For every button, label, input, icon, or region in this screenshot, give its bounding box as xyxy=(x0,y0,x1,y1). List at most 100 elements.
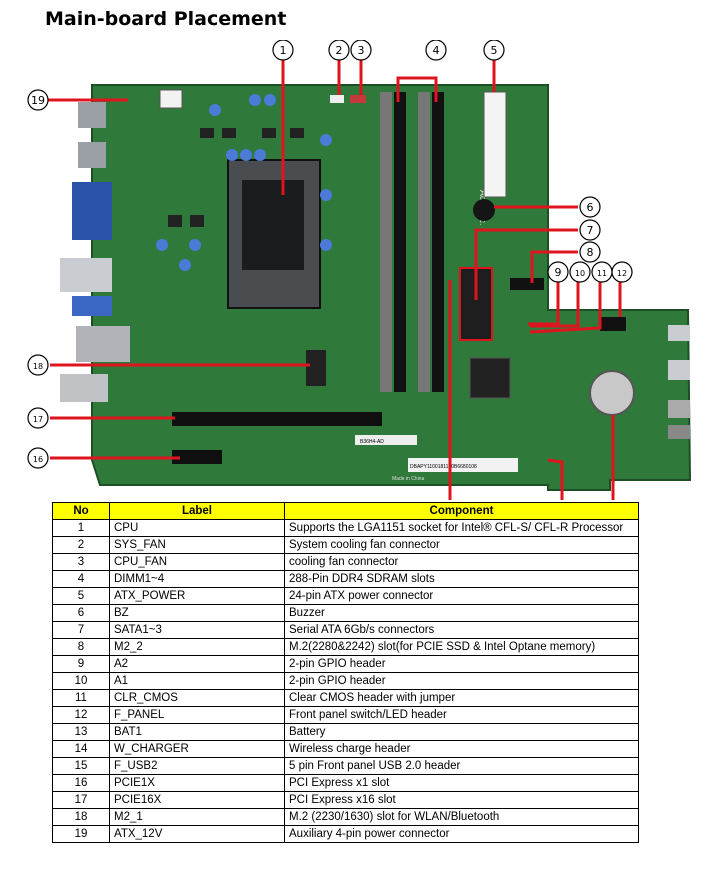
rear-io-usb xyxy=(60,258,112,292)
cell-label: A1 xyxy=(109,672,285,690)
callout-18: 18 xyxy=(33,362,43,371)
cell-label: DIMM1~4 xyxy=(109,570,285,588)
callout-19: 19 xyxy=(31,94,45,107)
cell-no: 12 xyxy=(52,706,110,724)
cell-label: CPU_FAN xyxy=(109,553,285,571)
callout-2: 2 xyxy=(336,44,343,57)
cell-no: 16 xyxy=(52,774,110,792)
sys-fan-header xyxy=(330,95,344,103)
callout-8: 8 xyxy=(587,246,594,259)
rear-io-vga xyxy=(72,182,112,240)
cell-label: SATA1~3 xyxy=(109,621,285,639)
cell-component: Supports the LGA1151 socket for Intel® C… xyxy=(284,519,639,537)
callout-17: 17 xyxy=(33,415,43,424)
header-no: No xyxy=(52,502,110,520)
callout-lines xyxy=(48,58,622,500)
callout-11: 11 xyxy=(597,269,607,278)
callout-6: 6 xyxy=(587,201,594,214)
table-header-row: No Label Component xyxy=(52,502,639,520)
cell-no: 1 xyxy=(52,519,110,537)
cell-no: 2 xyxy=(52,536,110,554)
cell-component: System cooling fan connector xyxy=(284,536,639,554)
cell-label: M2_2 xyxy=(109,638,285,656)
sata-connectors xyxy=(459,267,493,341)
callout-12: 12 xyxy=(617,269,627,278)
front-panel-header xyxy=(600,317,626,331)
callout-5: 5 xyxy=(491,44,498,57)
cell-no: 9 xyxy=(52,655,110,673)
cell-component: Buzzer xyxy=(284,604,639,622)
cell-component: 24-pin ATX power connector xyxy=(284,587,639,605)
callout-7: 7 xyxy=(587,224,594,237)
cell-label: BZ xyxy=(109,604,285,622)
m2-2-slot xyxy=(510,278,544,290)
header-label: Label xyxy=(109,502,285,520)
motherboard-diagram: Acer Inc. B36H4-AD DBAPY1100181100B66801… xyxy=(27,40,692,500)
cell-component: 2-pin GPIO header xyxy=(284,672,639,690)
callout-9: 9 xyxy=(555,266,562,279)
cell-component: Battery xyxy=(284,723,639,741)
rear-io-audio xyxy=(60,374,108,402)
cell-label: CLR_CMOS xyxy=(109,689,285,707)
header-component: Component xyxy=(284,502,639,520)
callout-3: 3 xyxy=(358,44,365,57)
pcie16x-slot xyxy=(172,412,382,426)
buzzer xyxy=(473,199,495,221)
made-in-label: Made in China xyxy=(392,476,424,482)
cell-component: cooling fan connector xyxy=(284,553,639,571)
cell-label: A2 xyxy=(109,655,285,673)
cell-label: PCIE1X xyxy=(109,774,285,792)
cell-label: BAT1 xyxy=(109,723,285,741)
pcie1x-slot xyxy=(172,450,222,464)
cell-no: 6 xyxy=(52,604,110,622)
cell-no: 3 xyxy=(52,553,110,571)
rear-io-dp xyxy=(78,142,106,168)
model-label: B36H4-AD xyxy=(360,439,384,445)
cell-component: Wireless charge header xyxy=(284,740,639,758)
cell-no: 7 xyxy=(52,621,110,639)
cell-label: W_CHARGER xyxy=(109,740,285,758)
cell-component: Serial ATA 6Gb/s connectors xyxy=(284,621,639,639)
dimm-slots xyxy=(380,92,444,392)
cell-component: PCI Express x1 slot xyxy=(284,774,639,792)
chipset xyxy=(469,357,511,399)
cell-label: ATX_12V xyxy=(109,825,285,843)
cell-label: PCIE16X xyxy=(109,791,285,809)
cell-label: F_USB2 xyxy=(109,757,285,775)
cell-no: 19 xyxy=(52,825,110,843)
cell-component: Front panel switch/LED header xyxy=(284,706,639,724)
cell-label: M2_1 xyxy=(109,808,285,826)
cell-no: 15 xyxy=(52,757,110,775)
callout-1: 1 xyxy=(280,44,287,57)
cell-label: F_PANEL xyxy=(109,706,285,724)
cell-component: Clear CMOS header with jumper xyxy=(284,689,639,707)
rear-io-lan xyxy=(76,326,130,362)
serial-label: DBAPY1100181100B6680108 xyxy=(410,464,477,470)
cell-component: Auxiliary 4-pin power connector xyxy=(284,825,639,843)
cell-component: M.2(2280&2242) slot(for PCIE SSD & Intel… xyxy=(284,638,639,656)
rear-io-usb3 xyxy=(72,296,112,316)
battery xyxy=(589,370,635,416)
cpu-fan-header xyxy=(350,95,366,103)
cell-no: 11 xyxy=(52,689,110,707)
m2-1-slot xyxy=(306,350,326,386)
page-title: Main-board Placement xyxy=(45,8,287,30)
cell-component: 288-Pin DDR4 SDRAM slots xyxy=(284,570,639,588)
cell-no: 14 xyxy=(52,740,110,758)
